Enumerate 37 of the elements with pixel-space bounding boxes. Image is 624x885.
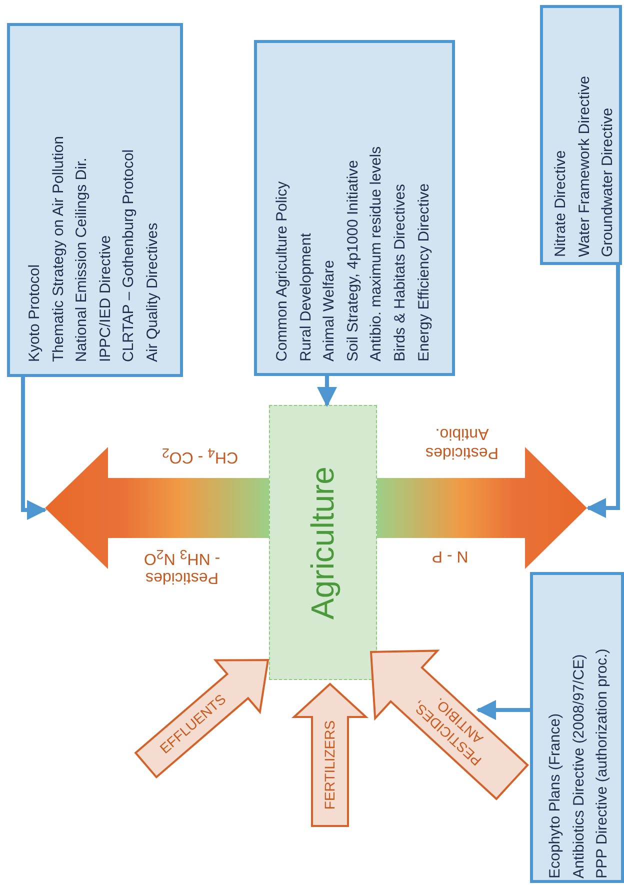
policy-box [530,572,624,883]
policy-item: Antibio. maximum residue levels [366,146,386,361]
emission-arrow [45,447,269,569]
policy-item: Animal Welfare [319,260,338,361]
policy-item: Birds & Habitats Directives [390,183,409,361]
connector-arrow [586,265,620,518]
policy-item: Air Quality Directives [142,222,162,362]
policy-item: IPPC/IED Directive [96,235,115,362]
policy-item: Kyoto Protocol [25,264,44,362]
policy-box [7,23,183,377]
connector-arrow [21,377,47,520]
emission-label: N - P [430,546,470,566]
policy-item: Groundwater Directive [598,108,618,257]
policy-box [540,5,622,265]
policy-item: Ecophyto Plans (France) [545,712,564,878]
policy-item: Soil Strategy, 4p1000 Initiative [342,159,362,361]
sector-box [269,405,377,680]
policy-item: Common Agriculture Policy [272,180,291,361]
policy-item: Nitrate Directive [551,150,570,257]
edge-label: FERTILIZERS [322,719,338,812]
policy-item: Thematic Strategy on Air Pollution [48,136,68,362]
policy-box [254,40,455,376]
emission-arrow [377,447,587,569]
policy-item: PPP Directive (authorization proc.) [592,648,612,878]
policy-item: Energy Efficiency Directive [414,182,433,361]
policy-item: National Emission Ceilings Dir. [72,158,92,362]
input-arrow [134,659,270,779]
connector-arrow [317,376,337,407]
policy-item: Antibiotics Directive (2008/97/CE) [568,654,588,878]
policy-item: CLRTAP – Gothenburg Protocol [119,149,138,362]
policy-item: Rural Development [296,232,315,361]
input-arrow [291,682,369,827]
policy-item: Water Framework Directive [574,76,594,257]
sector-label: Agriculture [304,466,342,619]
emission-label: Pesticides Antibio. [424,424,500,462]
connector-arrow [476,700,530,720]
input-arrow [370,650,530,800]
